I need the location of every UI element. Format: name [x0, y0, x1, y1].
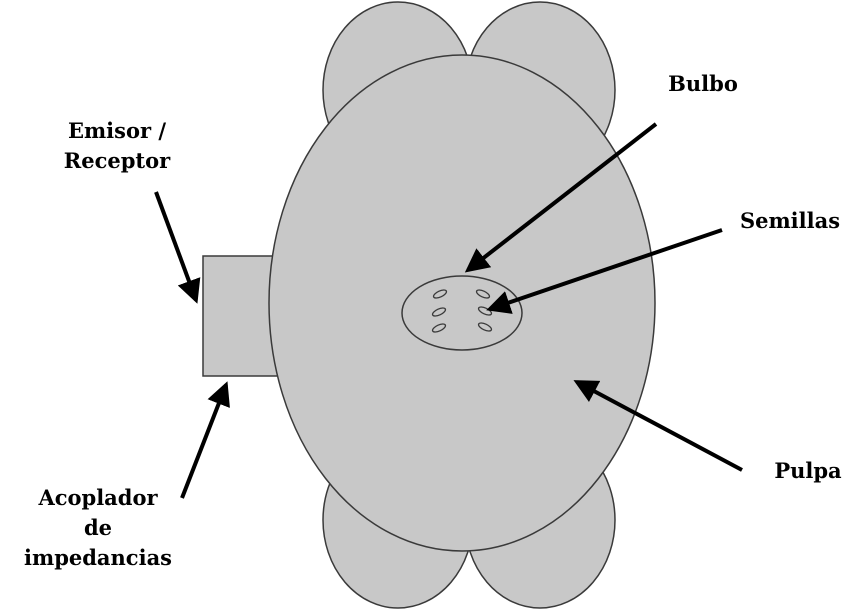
label-emisor-line2: Receptor	[64, 148, 171, 173]
label-acoplador-line1: Acoplador	[37, 485, 158, 510]
label-pulpa: Pulpa	[774, 458, 842, 483]
arrow-acoplador	[182, 385, 226, 498]
label-acoplador-line3: impedancias	[24, 545, 172, 570]
label-emisor-line1: Emisor /	[68, 118, 166, 143]
label-semillas: Semillas	[740, 208, 840, 233]
bulb	[402, 276, 522, 350]
label-acoplador-line2: de	[84, 515, 112, 540]
label-bulbo: Bulbo	[668, 71, 738, 96]
arrow-emisor	[156, 192, 196, 300]
